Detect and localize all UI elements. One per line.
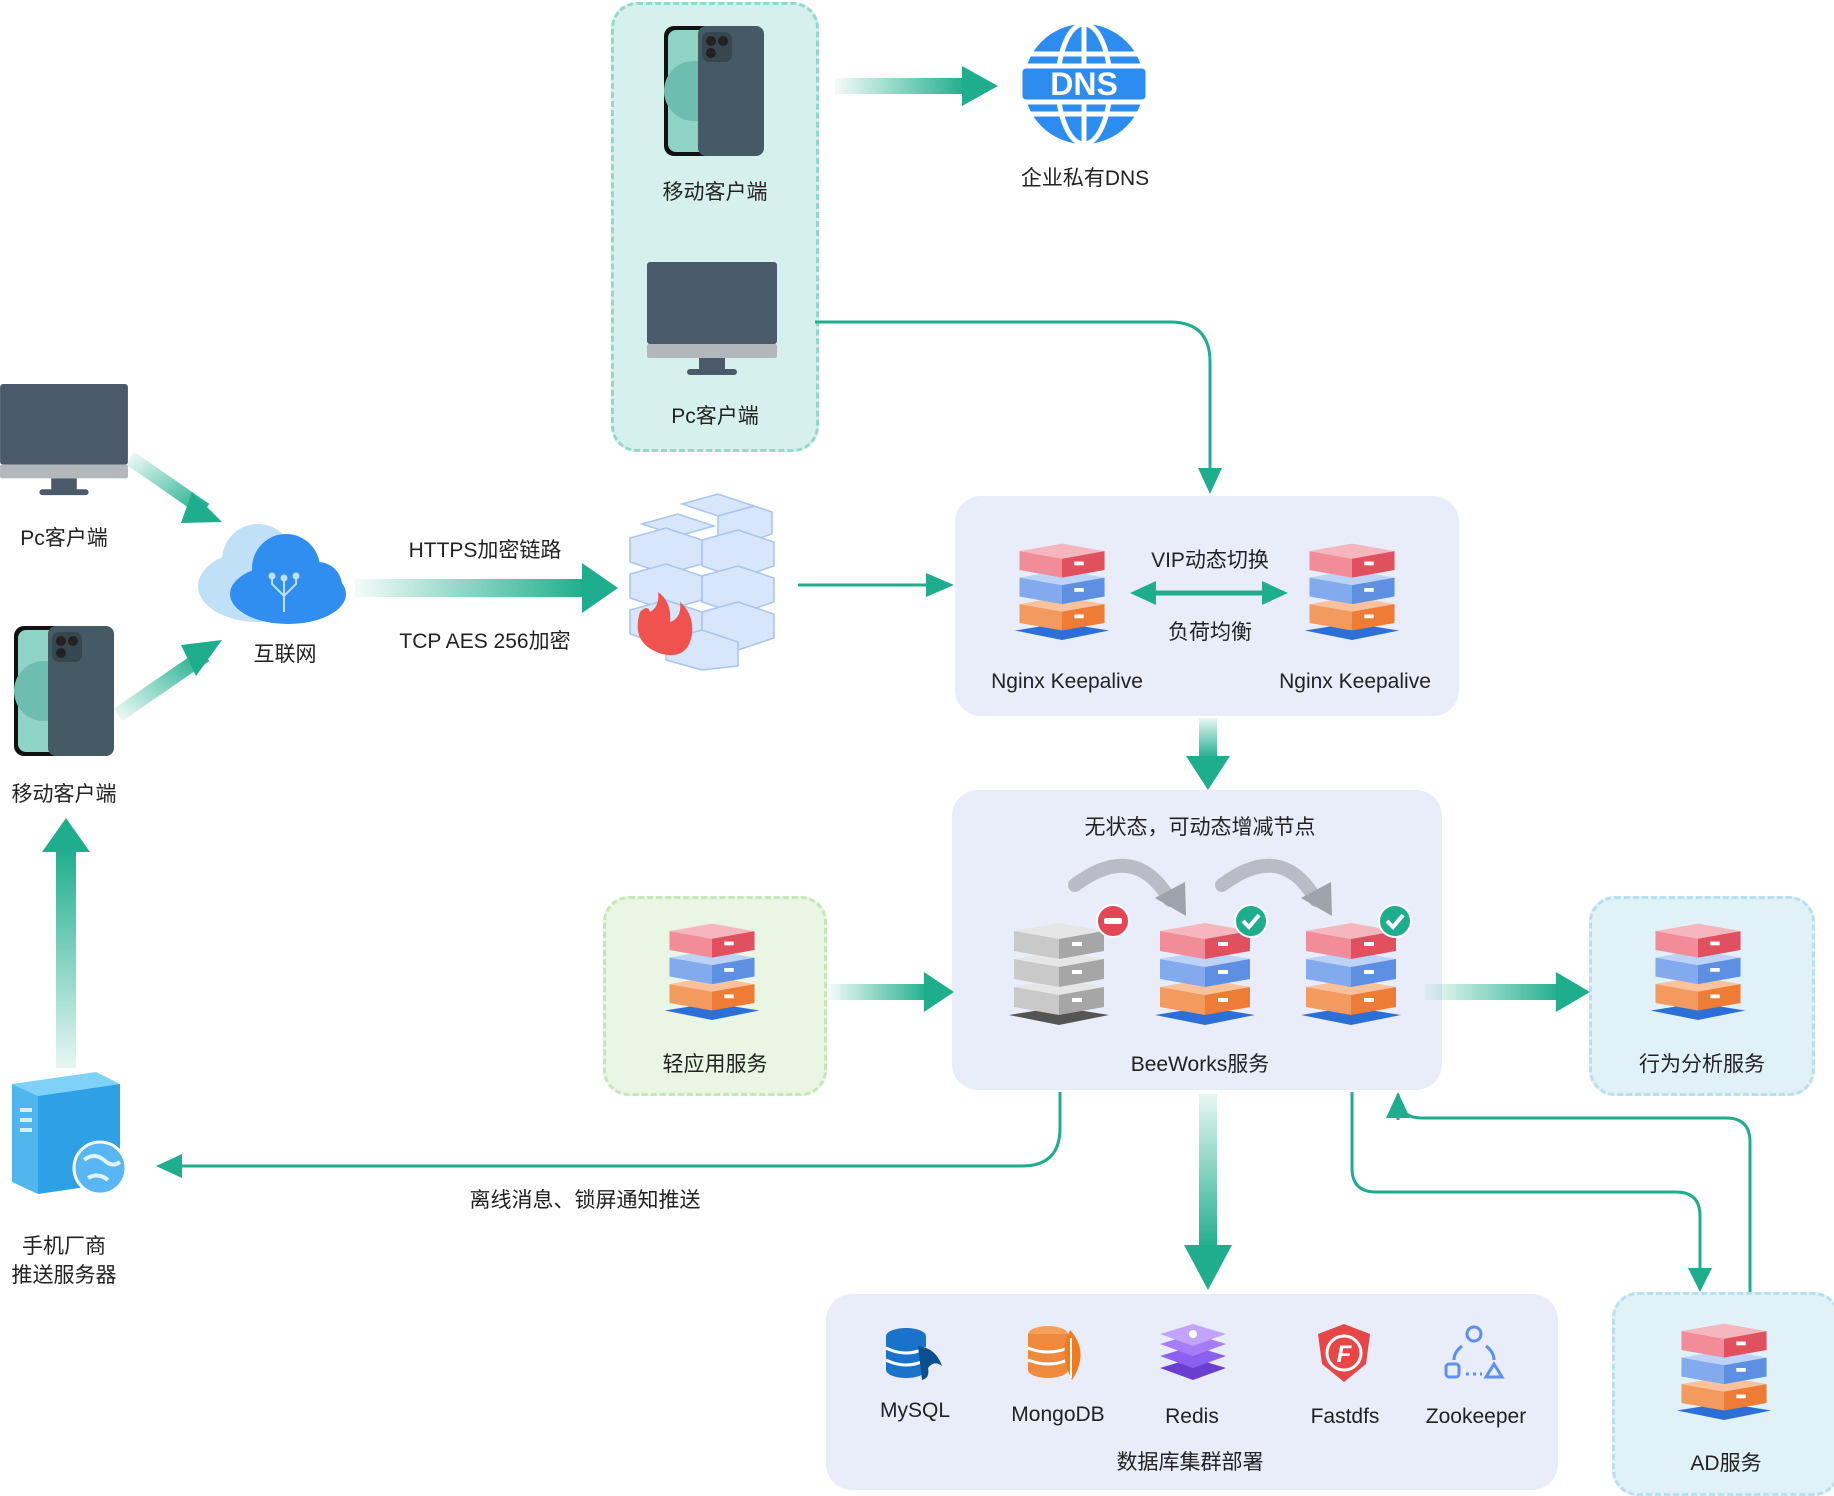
vip-label: VIP动态切换 — [1151, 549, 1269, 572]
arrow-beeworks-to-db — [1184, 1094, 1232, 1290]
light-app-label: 轻应用服务 — [662, 1053, 768, 1076]
push-link-label: 离线消息、锁屏通知推送 — [469, 1189, 701, 1212]
https-label: HTTPS加密链路 — [408, 539, 562, 562]
ad-label: AD服务 — [1690, 1452, 1762, 1475]
nginx-server-left-icon — [1014, 543, 1110, 640]
behavior-server-icon — [1650, 923, 1746, 1020]
arrow-mobile-to-dns — [835, 66, 998, 106]
lb-label: 负荷均衡 — [1168, 621, 1252, 644]
beeworks-top-label: 无状态，可动态增减节点 — [1084, 816, 1316, 839]
arrow-firewall-to-nginx — [798, 573, 954, 597]
zookeeper-icon — [1444, 1325, 1505, 1379]
db-label: 数据库集群部署 — [1116, 1451, 1264, 1474]
left-pc-label: Pc客户端 — [20, 527, 108, 550]
left-phone-icon — [14, 626, 114, 756]
db-item-zookeeper: Zookeeper — [1425, 1405, 1527, 1428]
mysql-icon — [885, 1328, 942, 1380]
redis-icon — [1160, 1324, 1226, 1380]
nginx-left-label: Nginx Keepalive — [991, 670, 1143, 693]
monitor-icon — [647, 262, 777, 375]
firewall-icon — [629, 493, 775, 671]
arrow-cloud-to-firewall — [355, 563, 618, 613]
fastdfs-icon: F — [1318, 1324, 1370, 1382]
tcp-label: TCP AES 256加密 — [399, 630, 571, 653]
dns-label: 企业私有DNS — [1020, 167, 1150, 190]
dns-globe-icon: DNS — [1017, 21, 1151, 147]
check-badge-icon — [1378, 904, 1412, 938]
db-item-mysql: MySQL — [879, 1399, 950, 1422]
arrow-pc-to-cloud — [125, 451, 222, 523]
svg-text:F: F — [1337, 1341, 1353, 1368]
push-server-icon — [12, 1072, 128, 1196]
phone-icon — [664, 26, 764, 156]
arrow-nginx-to-beeworks — [1186, 718, 1230, 790]
internet-label: 互联网 — [253, 643, 317, 666]
arrow-mobile-to-cloud — [113, 640, 222, 722]
cloud-icon — [198, 524, 346, 624]
top-mobile-label: 移动客户端 — [662, 181, 768, 204]
db-item-fastdfs: Fastdfs — [1310, 1405, 1380, 1428]
dns-text: DNS — [1050, 66, 1118, 102]
arrow-beeworks-to-ad — [1350, 1092, 1712, 1292]
mongodb-icon — [1027, 1326, 1081, 1380]
minus-badge-icon — [1096, 904, 1130, 938]
db-item-redis: Redis — [1165, 1405, 1219, 1428]
arrow-light-app-to-beeworks — [828, 972, 954, 1012]
arrow-vip-switch — [1130, 581, 1288, 605]
arrow-push-to-mobile — [42, 818, 90, 1068]
node-scale-arrow-2 — [1215, 858, 1332, 916]
left-monitor-icon — [0, 384, 128, 496]
push-server-label-1: 手机厂商 — [22, 1235, 106, 1258]
arrow-beeworks-to-behavior — [1425, 972, 1590, 1012]
check-badge-icon — [1234, 904, 1268, 938]
top-pc-label: Pc客户端 — [671, 405, 759, 428]
nginx-right-label: Nginx Keepalive — [1279, 670, 1431, 693]
light-app-server-icon — [664, 923, 760, 1020]
arrow-pc-to-nginx — [815, 320, 1222, 494]
behavior-label: 行为分析服务 — [1639, 1053, 1765, 1076]
beeworks-label: BeeWorks服务 — [1130, 1053, 1270, 1076]
nginx-server-right-icon — [1304, 543, 1400, 640]
arrow-ad-to-beeworks — [1386, 1092, 1752, 1292]
node-scale-arrow-1 — [1068, 858, 1186, 916]
arrow-beeworks-to-push — [156, 1092, 1062, 1178]
ad-server-icon — [1676, 1323, 1772, 1420]
db-item-mongodb: MongoDB — [1011, 1403, 1105, 1426]
left-mobile-label: 移动客户端 — [11, 783, 117, 806]
push-server-label-2: 推送服务器 — [11, 1264, 117, 1287]
